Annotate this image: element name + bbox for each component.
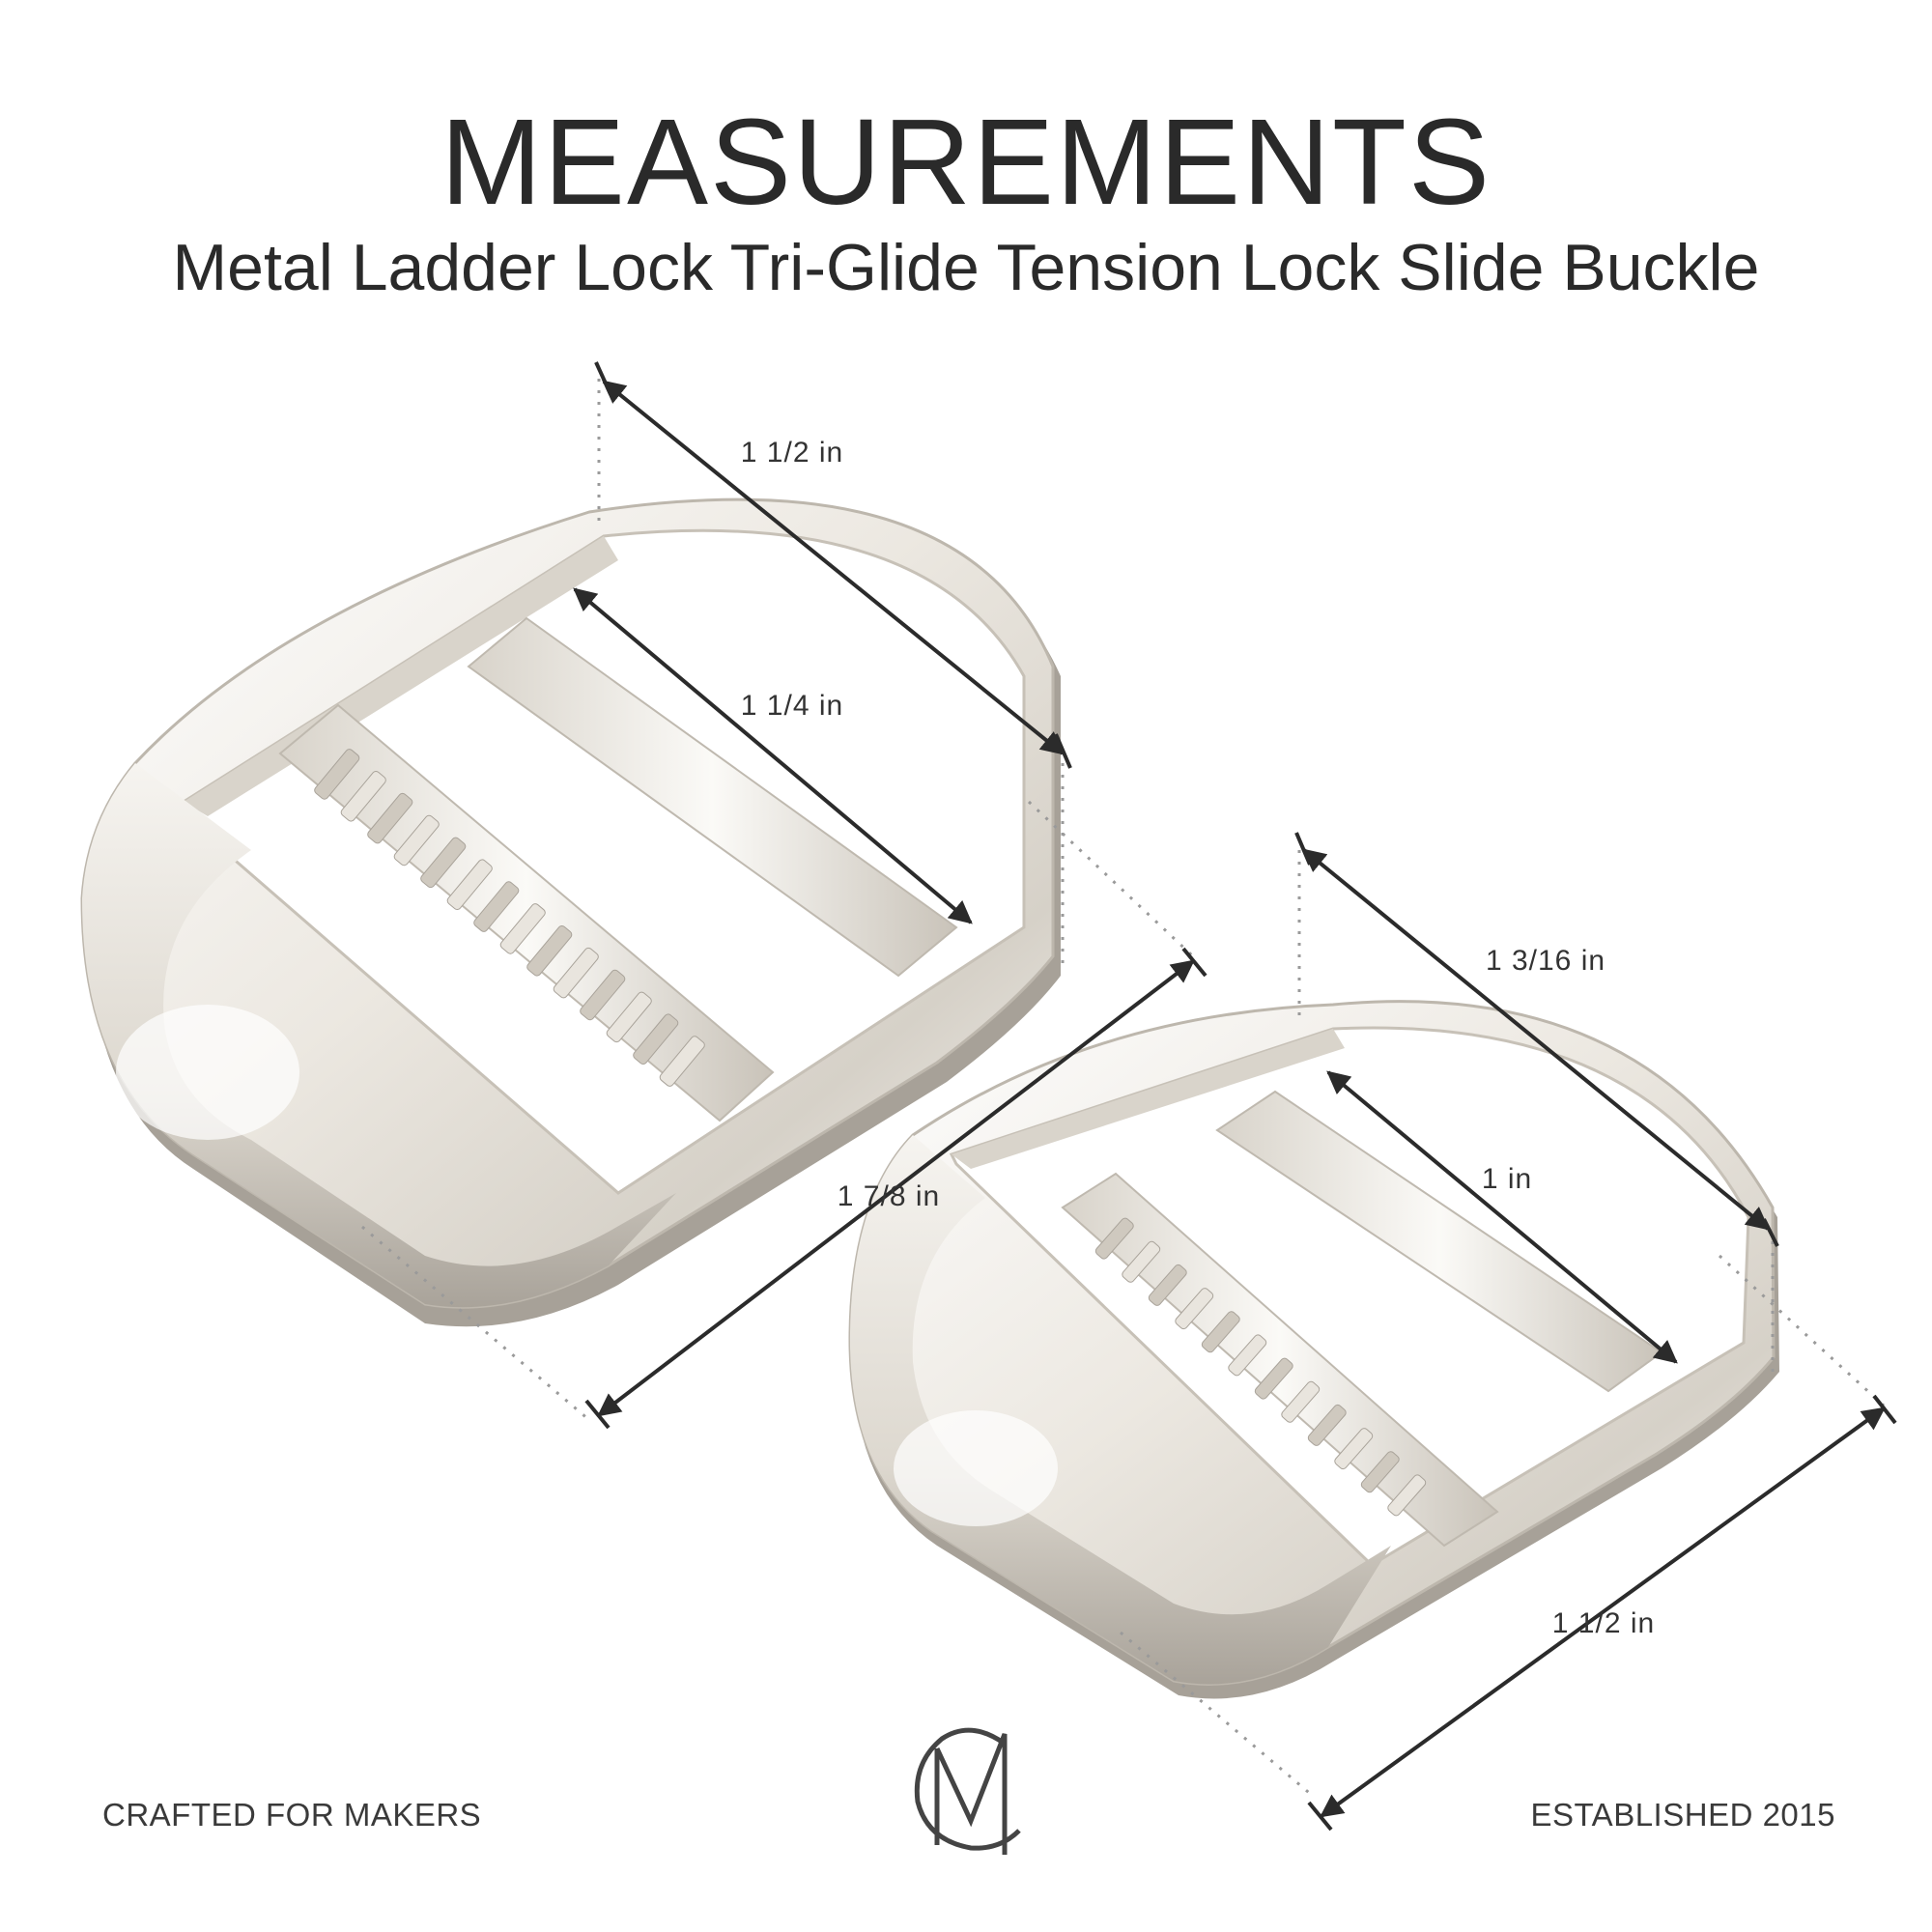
large-outer-width-arrow xyxy=(602,380,1065,755)
small-outer-width-arrow xyxy=(1302,848,1770,1231)
small-length-label: 1 1/2 in xyxy=(1552,1607,1655,1639)
ridge xyxy=(314,749,360,800)
ridge xyxy=(473,881,520,932)
large-length-label: 1 7/8 in xyxy=(838,1180,940,1212)
ridge xyxy=(446,859,493,910)
ridge xyxy=(553,947,599,999)
small-length-arrow xyxy=(1320,1406,1886,1818)
ridge xyxy=(367,792,413,844)
footer-tagline: CRAFTED FOR MAKERS xyxy=(102,1797,482,1833)
large-inner-width-arrow xyxy=(573,587,973,924)
page-title: MEASUREMENTS xyxy=(440,94,1492,230)
large-outer-width-label: 1 1/2 in xyxy=(741,437,843,469)
footer-established: ESTABLISHED 2015 xyxy=(1530,1797,1835,1833)
monogram-mc-logo-icon xyxy=(914,1727,1021,1855)
large-inner-width-label: 1 1/4 in xyxy=(741,690,843,722)
dimension-arrows xyxy=(573,361,1897,1832)
small-buckle-lip xyxy=(849,1135,1391,1685)
extension-lines xyxy=(361,367,1886,1799)
ridge xyxy=(1228,1334,1267,1377)
small-inner-width-arrow xyxy=(1326,1070,1678,1364)
large-buckle-lip xyxy=(82,763,676,1308)
ridge xyxy=(526,925,573,977)
large-length-arrow xyxy=(597,959,1195,1417)
ridge xyxy=(420,837,467,889)
small-inner-width-label: 1 in xyxy=(1482,1163,1532,1195)
ridge xyxy=(499,903,546,954)
ridge xyxy=(1254,1357,1293,1400)
small-outer-width-label: 1 3/16 in xyxy=(1486,945,1605,977)
ridge xyxy=(340,771,386,822)
small-buckle xyxy=(848,1000,1779,1699)
ridge xyxy=(1281,1380,1321,1423)
ridge xyxy=(1201,1311,1240,1353)
ridge xyxy=(393,814,440,867)
page-subtitle: Metal Ladder Lock Tri-Glide Tension Lock… xyxy=(172,231,1760,304)
